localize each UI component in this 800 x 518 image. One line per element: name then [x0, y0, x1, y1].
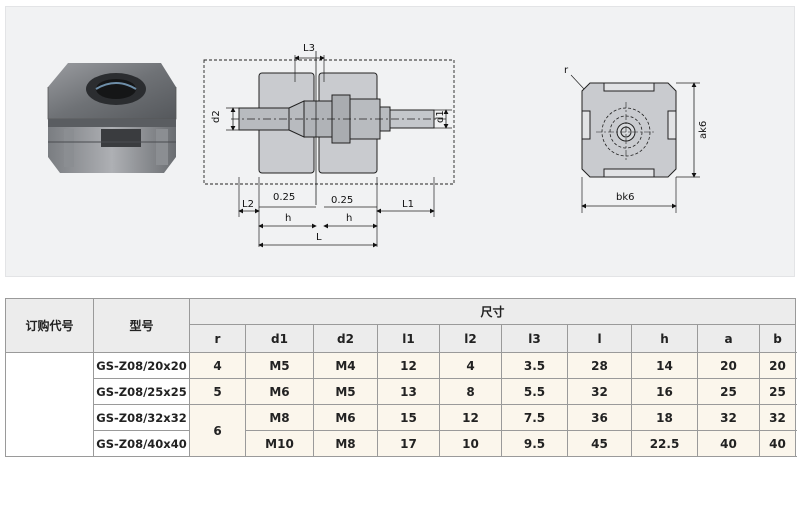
column-header-l: l — [567, 324, 632, 353]
cell-l2: 8 — [439, 378, 502, 405]
table-row: GS-Z08/32x32 6 M8 M6 15 12 7.5 36 18 32 … — [6, 404, 797, 457]
cell-l: 36 — [567, 404, 632, 431]
cell-d1: M6 — [245, 378, 314, 405]
model-cell: GS-Z08/20x20 — [93, 352, 190, 379]
cell-l1: 12 — [377, 352, 440, 379]
cell-l: 28 — [567, 352, 632, 379]
column-header-a: a — [697, 324, 760, 353]
column-header-r: r — [189, 324, 246, 353]
label-clearance-right: 0.25 — [331, 195, 353, 206]
model-cell: GS-Z08/25x25 — [93, 378, 190, 405]
table-row: GS-Z08/25x25 5 M6 M5 13 8 5.5 32 16 25 2… — [6, 378, 797, 405]
label-d1: d1 — [435, 110, 446, 123]
label-a: ak6 — [698, 121, 709, 139]
column-header-b: b — [758, 324, 797, 353]
cell-d2: M6 — [313, 404, 378, 431]
label-b: bk6 — [616, 192, 635, 203]
model-cell: GS-Z08/40x40 — [93, 430, 190, 457]
cell-l: 45 — [567, 430, 632, 457]
cell-d1: M10 — [245, 430, 314, 457]
cell-l2: 12 — [439, 404, 502, 431]
cell-h: 18 — [631, 404, 698, 431]
cell-l3: 9.5 — [501, 430, 568, 457]
cell-l2: 10 — [439, 430, 502, 457]
cell-b: 25 — [758, 378, 797, 405]
cell-r: 5 — [189, 378, 246, 405]
label-l1: L1 — [402, 199, 414, 210]
label-h-right: h — [346, 213, 352, 224]
column-header-d1: d1 — [245, 324, 314, 353]
product-photo — [47, 63, 177, 173]
cell-b: 40 — [758, 430, 797, 457]
table-row: GS-Z08/20x20 4 M5 M4 12 4 3.5 28 14 20 2… — [5, 352, 797, 457]
cell-l1: 13 — [377, 378, 440, 405]
cell-d2: M8 — [313, 430, 378, 457]
drawing-panel: L3 d2 d1 L2 L1 0.25 0.25 h h L — [5, 6, 795, 277]
label-h-left: h — [285, 213, 291, 224]
cell-r: 6 — [189, 404, 246, 457]
cell-l2: 4 — [439, 352, 502, 379]
column-header-h: h — [631, 324, 698, 353]
label-l3: L3 — [303, 43, 315, 54]
label-clearance-left: 0.25 — [273, 192, 295, 203]
cell-a: 20 — [697, 352, 760, 379]
cell-l1: 15 — [377, 404, 440, 431]
cell-a: 40 — [697, 430, 760, 457]
cell-h: 14 — [631, 352, 698, 379]
cell-d1: M8 — [245, 404, 314, 431]
table-row: GS-Z08/40x40 M10 M8 17 10 9.5 45 22.5 40… — [6, 430, 797, 457]
header-row-2: r d1 d2 l1 l2 l3 l h a b — [6, 324, 797, 353]
header-size: 尺寸 — [188, 298, 797, 325]
cell-l3: 5.5 — [501, 378, 568, 405]
header-order-code: 订购代号 — [5, 298, 94, 353]
front-view-labels: r ak6 bk6 — [564, 65, 709, 203]
cell-r: 4 — [189, 352, 246, 379]
cell-d2: M4 — [313, 352, 378, 379]
cell-d1: M5 — [245, 352, 314, 379]
cell-a: 25 — [697, 378, 760, 405]
cell-l3: 3.5 — [501, 352, 568, 379]
cell-h: 16 — [631, 378, 698, 405]
cell-a: 32 — [697, 404, 760, 431]
model-cell: GS-Z08/32x32 — [93, 404, 190, 431]
column-header-l1: l1 — [377, 324, 440, 353]
header-row-1: 订购代号 型号 尺寸 — [5, 298, 797, 353]
cell-l: 32 — [567, 378, 632, 405]
column-header-l2: l2 — [439, 324, 502, 353]
side-view-labels: L3 d2 d1 L2 L1 0.25 0.25 h h L — [211, 43, 446, 243]
cell-d2: M5 — [313, 378, 378, 405]
order-code-cell — [5, 352, 94, 457]
cell-l1: 17 — [377, 430, 440, 457]
cell-h: 22.5 — [631, 430, 698, 457]
header-model: 型号 — [93, 298, 190, 353]
front-view-drawing — [570, 74, 700, 213]
label-l-total: L — [316, 232, 322, 243]
technical-drawing: L3 d2 d1 L2 L1 0.25 0.25 h h L — [47, 43, 709, 248]
spec-table: 订购代号 型号 尺寸 r d1 d2 l1 l2 l3 l h a b GS-Z… — [5, 298, 797, 457]
column-header-d2: d2 — [313, 324, 378, 353]
cell-l3: 7.5 — [501, 404, 568, 431]
side-view-drawing — [203, 51, 455, 248]
cell-b: 32 — [758, 404, 797, 431]
label-l2: L2 — [242, 199, 254, 210]
label-r: r — [564, 65, 569, 76]
label-d2: d2 — [211, 110, 222, 123]
column-header-l3: l3 — [501, 324, 568, 353]
cell-b: 20 — [758, 352, 797, 379]
